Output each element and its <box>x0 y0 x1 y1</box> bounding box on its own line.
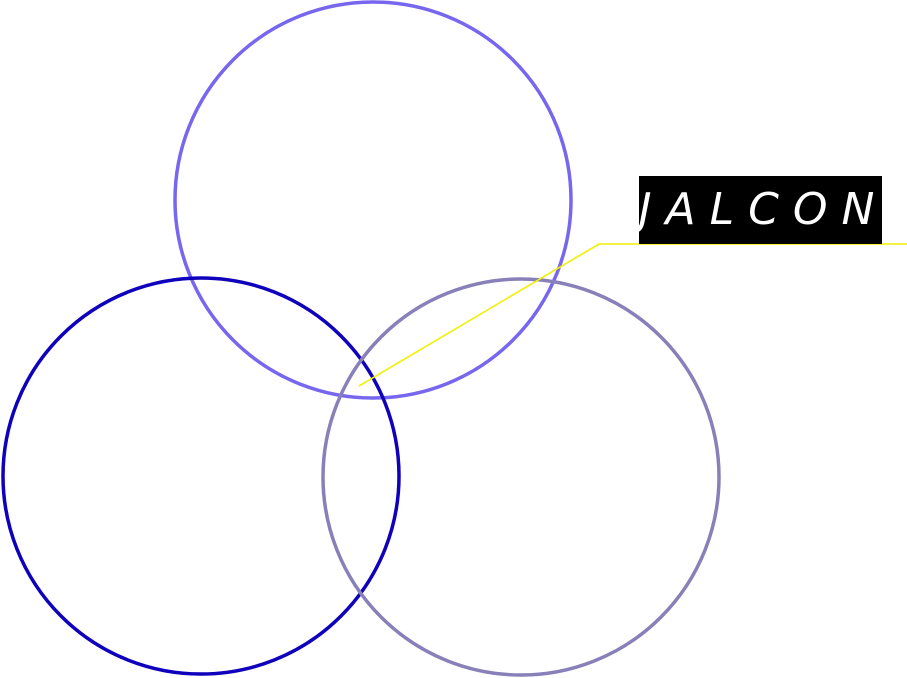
callout-label: JALCON <box>638 184 889 235</box>
callout-leader-line <box>358 243 907 387</box>
left-circle <box>1 276 401 676</box>
callout-label-box: JALCON <box>639 176 882 244</box>
right-circle <box>321 277 721 677</box>
top-circle <box>173 0 573 400</box>
